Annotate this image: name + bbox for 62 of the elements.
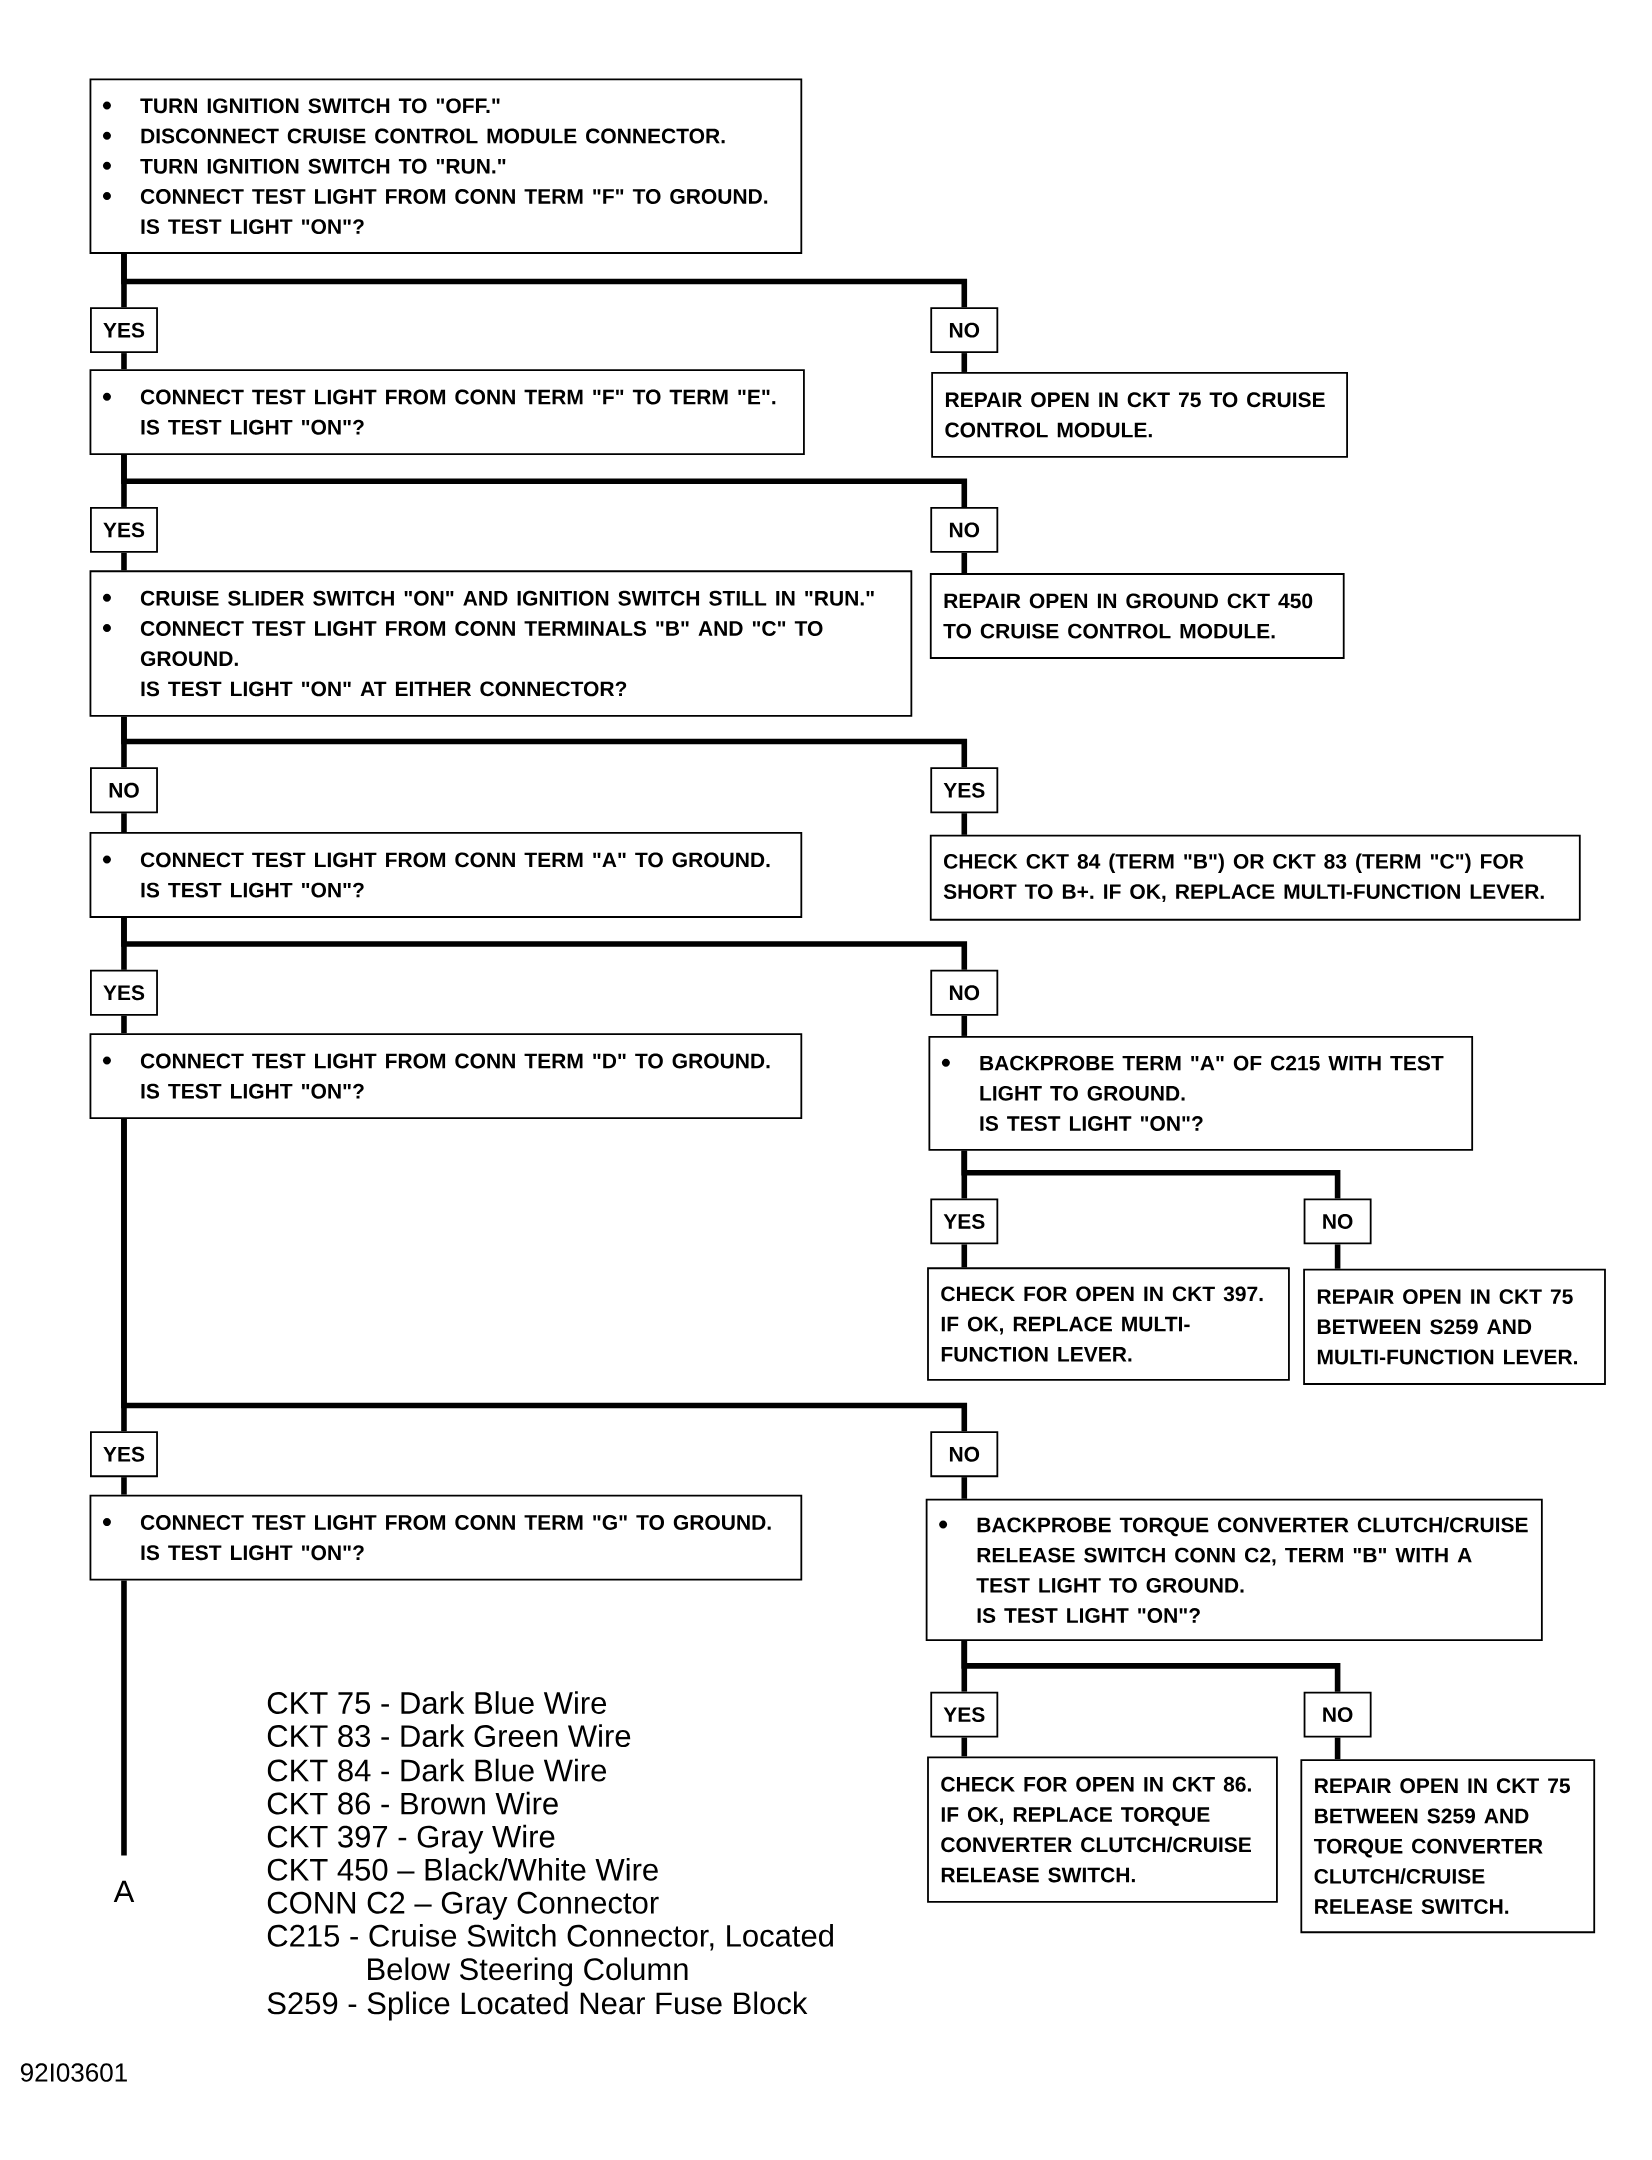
step-box: CONNECT TEST LIGHT FROM CONN TERM "A" TO GROUND. IS TEST LIGHT "ON"? bbox=[89, 832, 803, 918]
branch-label-box: YES bbox=[90, 506, 159, 553]
branch-label-box: YES bbox=[930, 1198, 999, 1245]
connector-line bbox=[961, 1737, 968, 1757]
connector-line bbox=[121, 552, 127, 571]
connector-line bbox=[121, 716, 968, 768]
step-box: CRUISE SLIDER SWITCH "ON" AND IGNITION SWITCH STILL IN "RUN." CONNECT TEST LIGHT FROM CONN TERMINALS "B" AND "C" TO GROUND. IS TEST LIGHT "ON" AT EITHER CONNECTOR? bbox=[89, 570, 913, 717]
result-box: REPAIR OPEN IN CKT 75 BETWEEN S259 AND TORQUE CONVERTER CLUTCH/CRUISE RELEASE SWITCH. bbox=[1300, 1759, 1596, 1934]
branch-label-box: NO bbox=[1303, 1198, 1372, 1245]
branch-label-box: NO bbox=[930, 969, 999, 1016]
branch-label-box: YES bbox=[90, 1431, 159, 1478]
result-box: CHECK FOR OPEN IN CKT 397. IF OK, REPLACE MULTI-FUNCTION LEVER. bbox=[927, 1267, 1290, 1381]
splice-note: S259 - Splice Located Near Fuse Block bbox=[267, 1991, 808, 2021]
connector-note: C215 - Cruise Switch Connector, Located Below Steering Column bbox=[268, 1924, 834, 1987]
result-box: REPAIR OPEN IN GROUND CKT 450 TO CRUISE CONTROL MODULE. bbox=[930, 573, 1345, 659]
result-box: CHECK CKT 84 (TERM "B") OR CKT 83 (TERM "C") FOR SHORT TO B+. IF OK, REPLACE MULTI-FUNCTION LEVER. bbox=[930, 834, 1581, 921]
branch-label-box: NO bbox=[930, 307, 999, 354]
connector-line bbox=[961, 552, 968, 574]
connector-line bbox=[1334, 1737, 1341, 1760]
branch-label-box: YES bbox=[90, 307, 159, 354]
connector-line bbox=[121, 917, 968, 970]
result-box: REPAIR OPEN IN CKT 75 TO CRUISE CONTROL MODULE. bbox=[931, 371, 1349, 458]
connector-line bbox=[121, 813, 127, 833]
wire-note: CKT 83 - Dark Green Wire bbox=[268, 1724, 631, 1748]
step-box: CONNECT TEST LIGHT FROM CONN TERM "F" TO TERM "E". IS TEST LIGHT "ON"? bbox=[89, 369, 805, 456]
result-box: REPAIR OPEN IN CKT 75 BETWEEN S259 AND MULTI-FUNCTION LEVER. bbox=[1303, 1268, 1607, 1385]
branch-label-box: YES bbox=[930, 767, 999, 814]
connector-line bbox=[121, 253, 968, 308]
connector-line bbox=[961, 1641, 1341, 1692]
step-box: BACKPROBE TERM "A" OF C215 WITH TEST LIGHT TO GROUND. IS TEST LIGHT "ON"? bbox=[928, 1035, 1474, 1151]
connector-line bbox=[121, 1477, 127, 1495]
branch-label-box: NO bbox=[1303, 1691, 1372, 1738]
branch-label-box: YES bbox=[930, 1691, 999, 1738]
result-box: CHECK FOR OPEN IN CKT 86. IF OK, REPLACE TORQUE CONVERTER CLUTCH/CRUISE RELEASE SWITCH. bbox=[927, 1756, 1278, 1903]
connector-line bbox=[961, 813, 968, 835]
connector-line bbox=[961, 1150, 1341, 1199]
wire-note: CKT 86 - Brown Wire bbox=[268, 1791, 558, 1815]
connector-line bbox=[1334, 1244, 1341, 1269]
step-box: CONNECT TEST LIGHT FROM CONN TERM "G" TO GROUND. IS TEST LIGHT "ON"? bbox=[89, 1494, 803, 1581]
connector-line bbox=[121, 1580, 127, 1856]
branch-label-box: NO bbox=[930, 506, 999, 553]
continuation-label: A bbox=[113, 1880, 135, 1903]
branch-label-box: NO bbox=[930, 1431, 999, 1478]
step-box: CONNECT TEST LIGHT FROM CONN TERM "D" TO GROUND. IS TEST LIGHT "ON"? bbox=[89, 1033, 803, 1119]
wire-note: CKT 75 - Dark Blue Wire bbox=[268, 1691, 607, 1714]
wire-note: CKT 397 - Gray Wire bbox=[268, 1824, 555, 1854]
connector-note: CONN C2 – Gray Connector bbox=[268, 1891, 659, 1920]
branch-label-box: YES bbox=[90, 969, 159, 1016]
connector-line bbox=[961, 353, 968, 372]
wire-note: CKT 84 - Dark Blue Wire bbox=[268, 1758, 607, 1782]
connector-line bbox=[121, 455, 968, 507]
branch-label-box: NO bbox=[90, 767, 159, 814]
connector-line bbox=[961, 1477, 968, 1499]
connector-line bbox=[961, 1015, 968, 1036]
step-box: BACKPROBE TORQUE CONVERTER CLUTCH/CRUISE RELEASE SWITCH CONN C2, TERM "B" WITH A TEST LIGHT TO GROUND. IS TEST LIGHT "ON"? bbox=[925, 1498, 1543, 1642]
connector-line bbox=[121, 1119, 968, 1432]
connector-line bbox=[961, 1244, 968, 1268]
wire-note: CKT 450 – Black/White Wire bbox=[268, 1857, 658, 1881]
connector-line bbox=[121, 1015, 127, 1034]
figure-number: 92I03601 bbox=[21, 2063, 128, 2082]
step-box: TURN IGNITION SWITCH TO "OFF." DISCONNECT CRUISE CONTROL MODULE CONNECTOR. TURN IGNITION SWITCH TO "RUN." CONNECT TEST LIGHT FROM CONN TERM "F" TO GROUND. IS TEST LIGHT "ON"? bbox=[89, 78, 803, 254]
connector-line bbox=[121, 353, 127, 370]
